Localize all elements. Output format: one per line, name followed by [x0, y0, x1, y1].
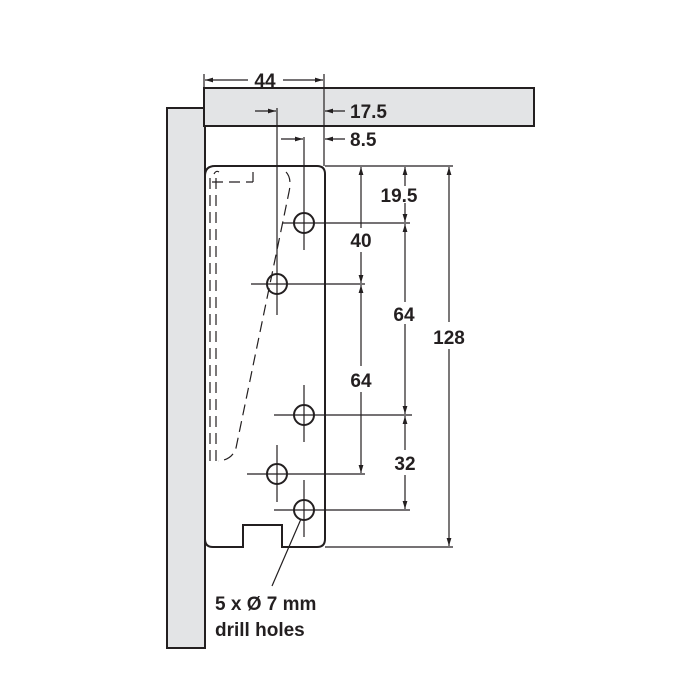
- dim-64-left: 64: [350, 371, 372, 392]
- dim-17-5: 17.5: [350, 102, 387, 123]
- dim-19-5: 19.5: [381, 186, 418, 207]
- top-panel: [203, 87, 535, 127]
- center-lines: [247, 74, 453, 548]
- dim-44: 44: [254, 71, 276, 92]
- drill-hole: [293, 404, 315, 426]
- hidden-outline: [209, 170, 291, 462]
- drill-hole: [266, 463, 288, 485]
- drill-hole: [293, 212, 315, 234]
- drill-hole: [266, 273, 288, 295]
- dim-32: 32: [394, 454, 415, 475]
- dim-128: 128: [433, 328, 465, 349]
- dim-64-right: 64: [393, 305, 415, 326]
- dim-40: 40: [350, 231, 371, 252]
- drill-hole: [293, 499, 315, 521]
- dim-8-5: 8.5: [350, 130, 377, 151]
- side-panel: [166, 107, 206, 649]
- note-line-2: drill holes: [215, 620, 305, 641]
- drill-holes: [266, 212, 315, 521]
- note-line-1: 5 x Ø 7 mm: [215, 594, 316, 615]
- bracket-plate: [204, 165, 326, 548]
- leader-line: [271, 518, 302, 587]
